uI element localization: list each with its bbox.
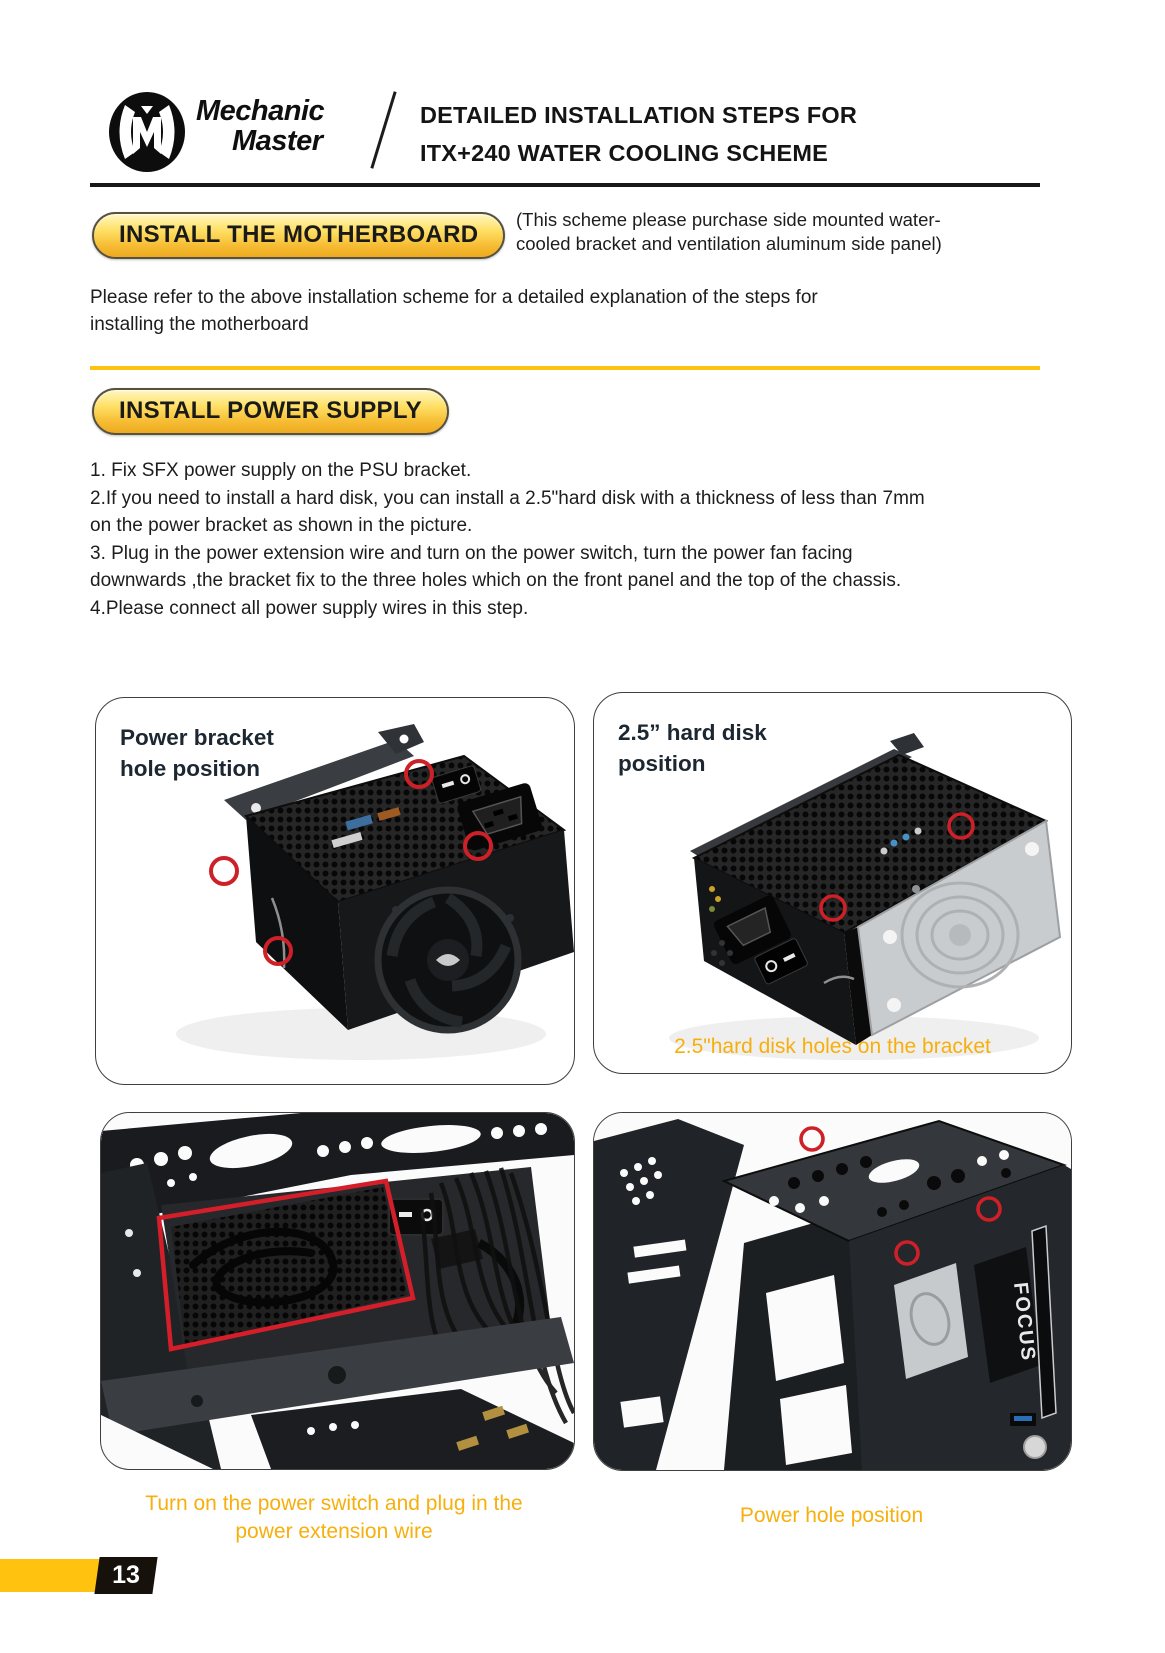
step-item-4: 4.Please connect all power supply wires … xyxy=(90,597,529,619)
figure-label: Power bracket hole position xyxy=(120,725,274,781)
step-item-1: 1. Fix SFX power supply on the PSU brack… xyxy=(90,460,472,481)
screw-hole-marker xyxy=(209,856,239,886)
screw-hole-marker xyxy=(947,812,975,840)
mechanic-master-logo xyxy=(108,92,186,172)
brand-line1: Mechanic xyxy=(196,95,325,127)
screw-hole-marker xyxy=(976,1196,1002,1222)
screw-hole-marker xyxy=(819,894,847,922)
highlight-rectangle xyxy=(156,1178,416,1352)
chassis-tower-photo: FOCUS xyxy=(594,1113,1071,1470)
figure-caption: 2.5"hard disk holes on the bracket xyxy=(674,1035,991,1058)
page-title-line1: DETAILED INSTALLATION STEPS FOR xyxy=(420,102,858,128)
section-heading-motherboard: INSTALL THE MOTHERBOARD xyxy=(92,212,506,259)
header-rule xyxy=(90,183,1040,187)
figure-label: 2.5” hard disk position xyxy=(618,720,767,776)
psu-harddisk-photo xyxy=(669,733,1062,1060)
step-item-2: 2.If you need to install a hard disk, yo… xyxy=(90,487,925,537)
screw-hole-marker xyxy=(894,1240,920,1266)
psu-bracket-photo xyxy=(176,724,574,1060)
figure-caption: Power hole position xyxy=(739,1504,924,1527)
motherboard-note: (This scheme please purchase side mounte… xyxy=(516,209,942,254)
figure-panel-power-switch xyxy=(100,1112,575,1470)
page-number-badge: 13 xyxy=(94,1557,158,1594)
screw-hole-marker xyxy=(263,936,293,966)
screw-hole-marker xyxy=(404,759,434,789)
section-heading-power-supply: INSTALL POWER SUPPLY xyxy=(92,388,449,435)
figure-panel-power-bracket: Power bracket hole position xyxy=(95,697,575,1085)
chassis-interior-photo xyxy=(101,1113,574,1469)
page-title: DETAILED INSTALLATION STEPS FOR ITX+240 … xyxy=(420,96,857,172)
header-slash-divider xyxy=(370,91,397,169)
page-title-line2: ITX+240 WATER COOLING SCHEME xyxy=(420,140,828,166)
screw-hole-marker xyxy=(799,1126,825,1152)
figure-panel-power-holes: FOCUS xyxy=(593,1112,1072,1471)
installation-steps: 1. Fix SFX power supply on the PSU brack… xyxy=(90,457,925,622)
page-number: 13 xyxy=(112,1561,140,1589)
motherboard-paragraph: Please refer to the above installation s… xyxy=(90,287,818,335)
screw-hole-marker xyxy=(463,831,493,861)
brand-name: Mechanic Master xyxy=(196,95,325,157)
figure-caption: Turn on the power switch and plug in the… xyxy=(145,1492,523,1543)
section-divider xyxy=(90,366,1040,370)
footer-accent xyxy=(0,1559,107,1592)
step-item-3: 3. Plug in the power extension wire and … xyxy=(90,542,902,592)
brand-line2: Master xyxy=(232,124,323,157)
figure-panel-hard-disk: 2.5” hard disk position xyxy=(593,692,1072,1074)
